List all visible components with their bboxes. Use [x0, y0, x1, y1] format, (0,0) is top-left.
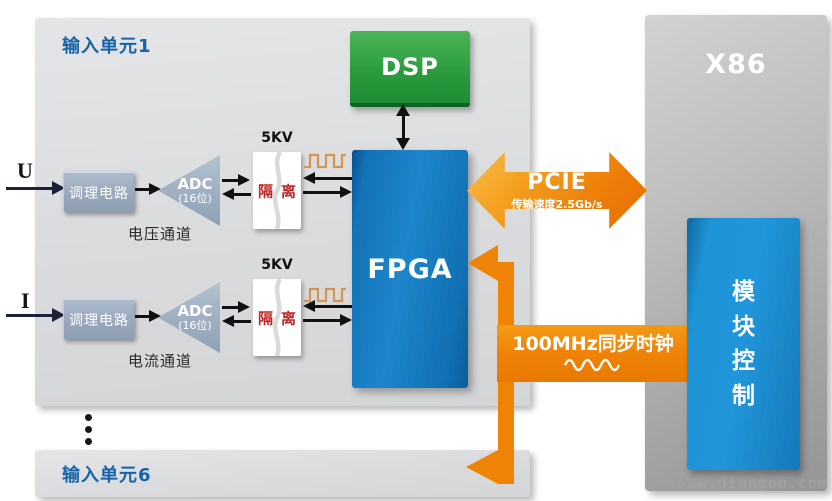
current-channel-label: 电流通道: [128, 352, 193, 370]
cond-to-adc-line-row1: [135, 188, 150, 191]
fpga-iso-line: [315, 305, 352, 308]
arrow-left-icon: [303, 172, 315, 184]
sync-clock-band: 100MHz同步时钟: [497, 325, 689, 382]
iso-fpga-line: [303, 319, 340, 322]
arrow-right-icon: [238, 301, 250, 313]
watermark-text: www.diangon.com: [677, 474, 828, 492]
ellipsis-dot: [85, 414, 92, 421]
adc-label: ADC: [177, 174, 213, 193]
arrow-right-icon: [238, 174, 250, 186]
isolation-right-char: 离: [280, 182, 296, 200]
arrow-right-icon: [52, 181, 65, 195]
isolation-left-char: 隔: [258, 309, 274, 327]
arrow-down-icon: [396, 138, 410, 150]
dsp-label: DSP: [381, 53, 439, 81]
adc-label: ADC: [177, 301, 213, 320]
conditioning-circuit-row1: 调理电路: [63, 171, 134, 212]
clock-arrow-left-icon: [466, 450, 498, 484]
isolation-gap-wave-icon: [272, 277, 283, 357]
input-u-arrow-line: [6, 187, 52, 190]
arrow-right-icon: [149, 310, 161, 322]
iso-fpga-line: [303, 191, 340, 194]
arrow-left-icon: [222, 188, 234, 200]
fpga-iso-line: [315, 177, 352, 180]
voltage-channel-label: 电压通道: [128, 225, 193, 243]
input-unit6-panel: 输入单元6: [35, 450, 530, 497]
input-unit6-title: 输入单元6: [62, 464, 152, 486]
x86-title: X86: [705, 49, 767, 80]
adc-bits-label: (16位): [178, 318, 212, 332]
adc-text: ADC (16位): [172, 301, 218, 333]
isolation-right-char: 离: [280, 309, 296, 327]
arrow-left-icon: [222, 315, 234, 327]
input-i-label: I: [21, 288, 30, 313]
dsp-block: DSP: [350, 31, 470, 107]
module-control-block: 模块控制: [687, 218, 800, 470]
arrow-left-icon: [303, 300, 315, 312]
adc-iso-line: [222, 306, 239, 309]
isolation-voltage-label-row1: 5KV: [261, 130, 293, 146]
input-i-arrow-line: [6, 314, 52, 317]
pcie-speed-label: 传输速度2.5Gb/s: [511, 197, 603, 211]
isolation-block-row1: 隔 离: [253, 150, 301, 230]
fpga-block: FPGA: [352, 150, 468, 388]
conditioning-label: 调理电路: [69, 185, 129, 202]
square-wave-icon: [304, 153, 346, 169]
isolation-voltage-label-row2: 5KV: [261, 257, 293, 273]
cond-to-adc-line-row2: [135, 315, 150, 318]
arrow-up-icon: [396, 104, 410, 116]
arrow-right-icon: [340, 314, 352, 326]
arrow-right-icon: [52, 308, 65, 322]
module-control-label: 模块控制: [732, 279, 755, 409]
pcie-arrow: PCIE 传输速度2.5Gb/s: [467, 152, 647, 229]
dsp-fpga-line: [402, 113, 405, 141]
fpga-label: FPGA: [367, 253, 453, 285]
isolation-gap-wave-icon: [272, 150, 283, 230]
conditioning-circuit-row2: 调理电路: [63, 298, 134, 339]
isolation-left-char: 隔: [258, 182, 274, 200]
iso-adc-line: [234, 193, 251, 196]
clock-arrow-left-icon: [468, 245, 498, 281]
arrow-right-icon: [340, 186, 352, 198]
conditioning-label: 调理电路: [69, 312, 129, 329]
arrow-right-icon: [149, 183, 161, 195]
pcie-label: PCIE: [527, 169, 587, 195]
input-u-label: U: [17, 158, 33, 183]
sine-wave-icon: [563, 358, 621, 372]
adc-text: ADC (16位): [172, 174, 218, 206]
sync-clock-label: 100MHz同步时钟: [512, 333, 674, 355]
adc-bits-label: (16位): [178, 191, 212, 205]
square-wave-icon: [304, 287, 346, 303]
ellipsis-dot: [85, 426, 92, 433]
adc-iso-line: [222, 179, 239, 182]
ellipsis-dot: [85, 438, 92, 445]
iso-adc-line: [234, 320, 251, 323]
isolation-block-row2: 隔 离: [253, 277, 301, 357]
input-unit1-title: 输入单元1: [62, 36, 152, 57]
